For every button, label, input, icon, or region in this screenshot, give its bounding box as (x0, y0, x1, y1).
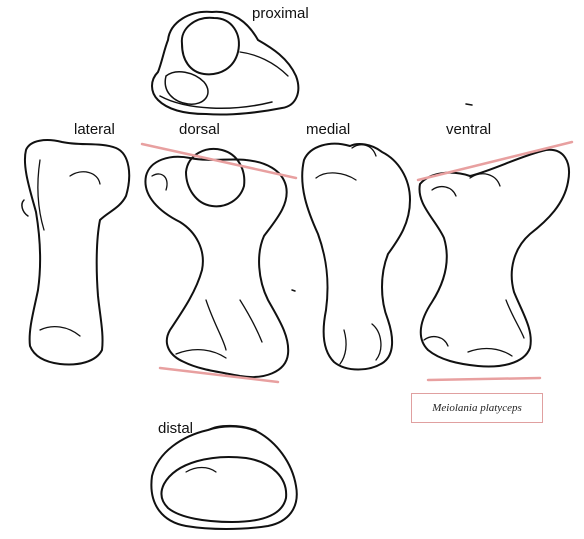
ventral-view-label: ventral (446, 121, 492, 138)
medial-view-label: medial (306, 121, 351, 138)
distal-view-bone (150, 424, 298, 530)
distal-view-label: distal (158, 420, 194, 437)
lateral-view-bone (21, 139, 131, 366)
dorsal-distal-reference-line (158, 366, 280, 384)
ventral-view-bone (418, 148, 570, 368)
species-label-box: Meiolania platyceps (411, 393, 543, 423)
species-name: Meiolania platyceps (432, 402, 522, 414)
medial-view-bone (301, 142, 411, 371)
proximal-view-bone (151, 10, 300, 116)
tick-mark (291, 289, 296, 292)
tick-mark (465, 103, 473, 106)
ventral-proximal-reference-line (416, 140, 574, 182)
proximal-view-label: proximal (252, 5, 309, 22)
dorsal-proximal-reference-line (140, 142, 298, 180)
reference-lines (140, 140, 574, 384)
dorsal-view-label: dorsal (179, 121, 220, 138)
dorsal-view-bone (144, 148, 290, 378)
small-tick-marks (291, 103, 473, 292)
lateral-view-label: lateral (74, 121, 115, 138)
ventral-distal-reference-line (426, 376, 542, 382)
